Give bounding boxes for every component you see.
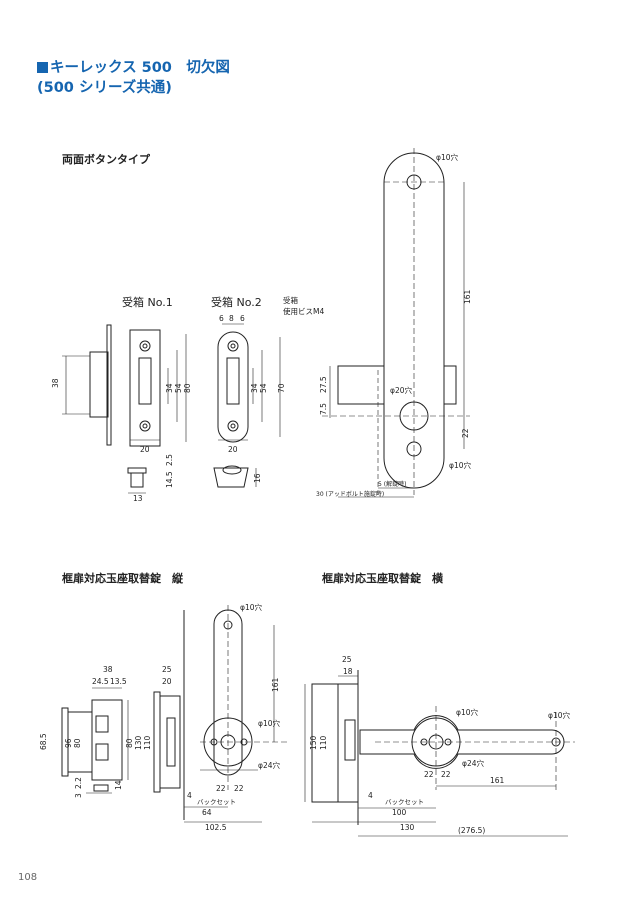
title-line-1: キーレックス 500 切欠図 xyxy=(50,60,230,76)
strike-box-1-drawing xyxy=(62,324,187,494)
h-dim-22b: 22 xyxy=(441,770,451,779)
dim-54-b: 54 xyxy=(259,383,268,393)
h-dim-4: 4 xyxy=(368,791,373,800)
h-backset-label: バックセット xyxy=(385,798,424,806)
dim-20-b: 20 xyxy=(228,445,238,454)
frame-vertical-drawing xyxy=(61,605,290,823)
section-double-button: 両面ボタンタイプ xyxy=(62,153,150,166)
v-dim-80-b: 80 xyxy=(125,738,134,748)
dim-38: 38 xyxy=(51,378,60,388)
strike-box-1-label: 受箱 No.1 xyxy=(122,295,173,309)
dim-54: 54 xyxy=(174,383,183,393)
dim-20: 20 xyxy=(140,445,150,454)
v-phi10b-label: φ10穴 xyxy=(258,718,280,728)
strike-box-2-label: 受箱 No.2 xyxy=(211,295,262,309)
section-frame-horizontal: 框扉対応玉座取替錠 横 xyxy=(322,572,443,585)
dim-30-deadbolt: 30 (アッドボルト施錠時) xyxy=(316,490,384,498)
v-dim-2-2: 2.2 xyxy=(74,777,83,789)
dim-8: 8 xyxy=(229,314,234,323)
dim-80: 80 xyxy=(183,383,192,393)
dim-5-unlocked: 5 (解錠時) xyxy=(378,480,406,488)
dim-27-5: 27.5 xyxy=(319,376,328,393)
h-dim-110: 110 xyxy=(319,735,328,750)
page-number: 108 xyxy=(18,872,38,883)
page-title: キーレックス 500 切欠図 (500 シリーズ共通) xyxy=(37,58,230,98)
v-dim-130: 130 xyxy=(134,735,143,750)
v-dim-68-5: 68.5 xyxy=(39,733,48,750)
h-dim-18: 18 xyxy=(343,667,353,676)
v-dim-22a: 22 xyxy=(216,784,226,793)
h-dim-22a: 22 xyxy=(424,770,434,779)
v-dim-13-5: 13.5 xyxy=(110,677,127,686)
h-dim-150: 150 xyxy=(309,735,318,750)
v-dim-22b: 22 xyxy=(234,784,244,793)
square-bullet-icon xyxy=(37,62,48,73)
dim-34-b: 34 xyxy=(250,383,259,393)
frame-horizontal-drawing xyxy=(304,670,575,837)
dim-14-5: 14.5 xyxy=(165,471,174,488)
h-dim-276-5: (276.5) xyxy=(458,826,485,835)
phi10-top-label: φ10穴 xyxy=(436,152,458,162)
h-dim-100: 100 xyxy=(392,808,407,817)
double-button-lock-drawing xyxy=(322,148,470,498)
screw-note-2: 使用ビスM4 xyxy=(283,306,324,316)
v-dim-64: 64 xyxy=(202,808,212,817)
h-dim-25: 25 xyxy=(342,655,352,664)
v-dim-3: 3 xyxy=(74,793,83,798)
v-dim-24-5: 24.5 xyxy=(92,677,109,686)
v-dim-25: 25 xyxy=(162,665,172,674)
v-dim-102-5: 102.5 xyxy=(205,823,227,832)
v-dim-4: 4 xyxy=(187,791,192,800)
section-frame-vertical: 框扉対応玉座取替錠 縦 xyxy=(62,572,183,585)
v-dim-14: 14 xyxy=(114,780,123,790)
dim-161: 161 xyxy=(463,289,472,304)
dim-2-5: 2.5 xyxy=(165,454,174,466)
v-dim-80: 80 xyxy=(73,738,82,748)
dim-13: 13 xyxy=(133,494,143,503)
v-backset-label: バックセット xyxy=(197,798,236,806)
dim-70: 70 xyxy=(277,383,286,393)
v-dim-161: 161 xyxy=(271,677,280,692)
h-dim-130: 130 xyxy=(400,823,415,832)
screw-note-1: 受箱 xyxy=(283,295,298,305)
title-line-2: (500 シリーズ共通) xyxy=(37,80,172,96)
v-phi10a-label: φ10穴 xyxy=(240,602,262,612)
phi10-bottom-label: φ10穴 xyxy=(449,460,471,470)
dim-6b: 6 xyxy=(240,314,245,323)
phi20-label: φ20穴 xyxy=(390,385,412,395)
dim-22: 22 xyxy=(461,428,470,438)
v-phi24-label: φ24穴 xyxy=(258,760,280,770)
dim-16: 16 xyxy=(253,473,262,483)
v-dim-110: 110 xyxy=(143,735,152,750)
h-phi10b-label: φ10穴 xyxy=(548,710,570,720)
dim-7-5: 7.5 xyxy=(319,403,328,415)
dim-34: 34 xyxy=(165,383,174,393)
h-dim-161: 161 xyxy=(490,776,505,785)
strike-box-2-drawing xyxy=(213,323,281,488)
h-phi10a-label: φ10穴 xyxy=(456,707,478,717)
h-phi24-label: φ24穴 xyxy=(462,758,484,768)
dim-6a: 6 xyxy=(219,314,224,323)
v-dim-96: 96 xyxy=(64,738,73,748)
v-dim-38: 38 xyxy=(103,665,113,674)
v-dim-20: 20 xyxy=(162,677,172,686)
